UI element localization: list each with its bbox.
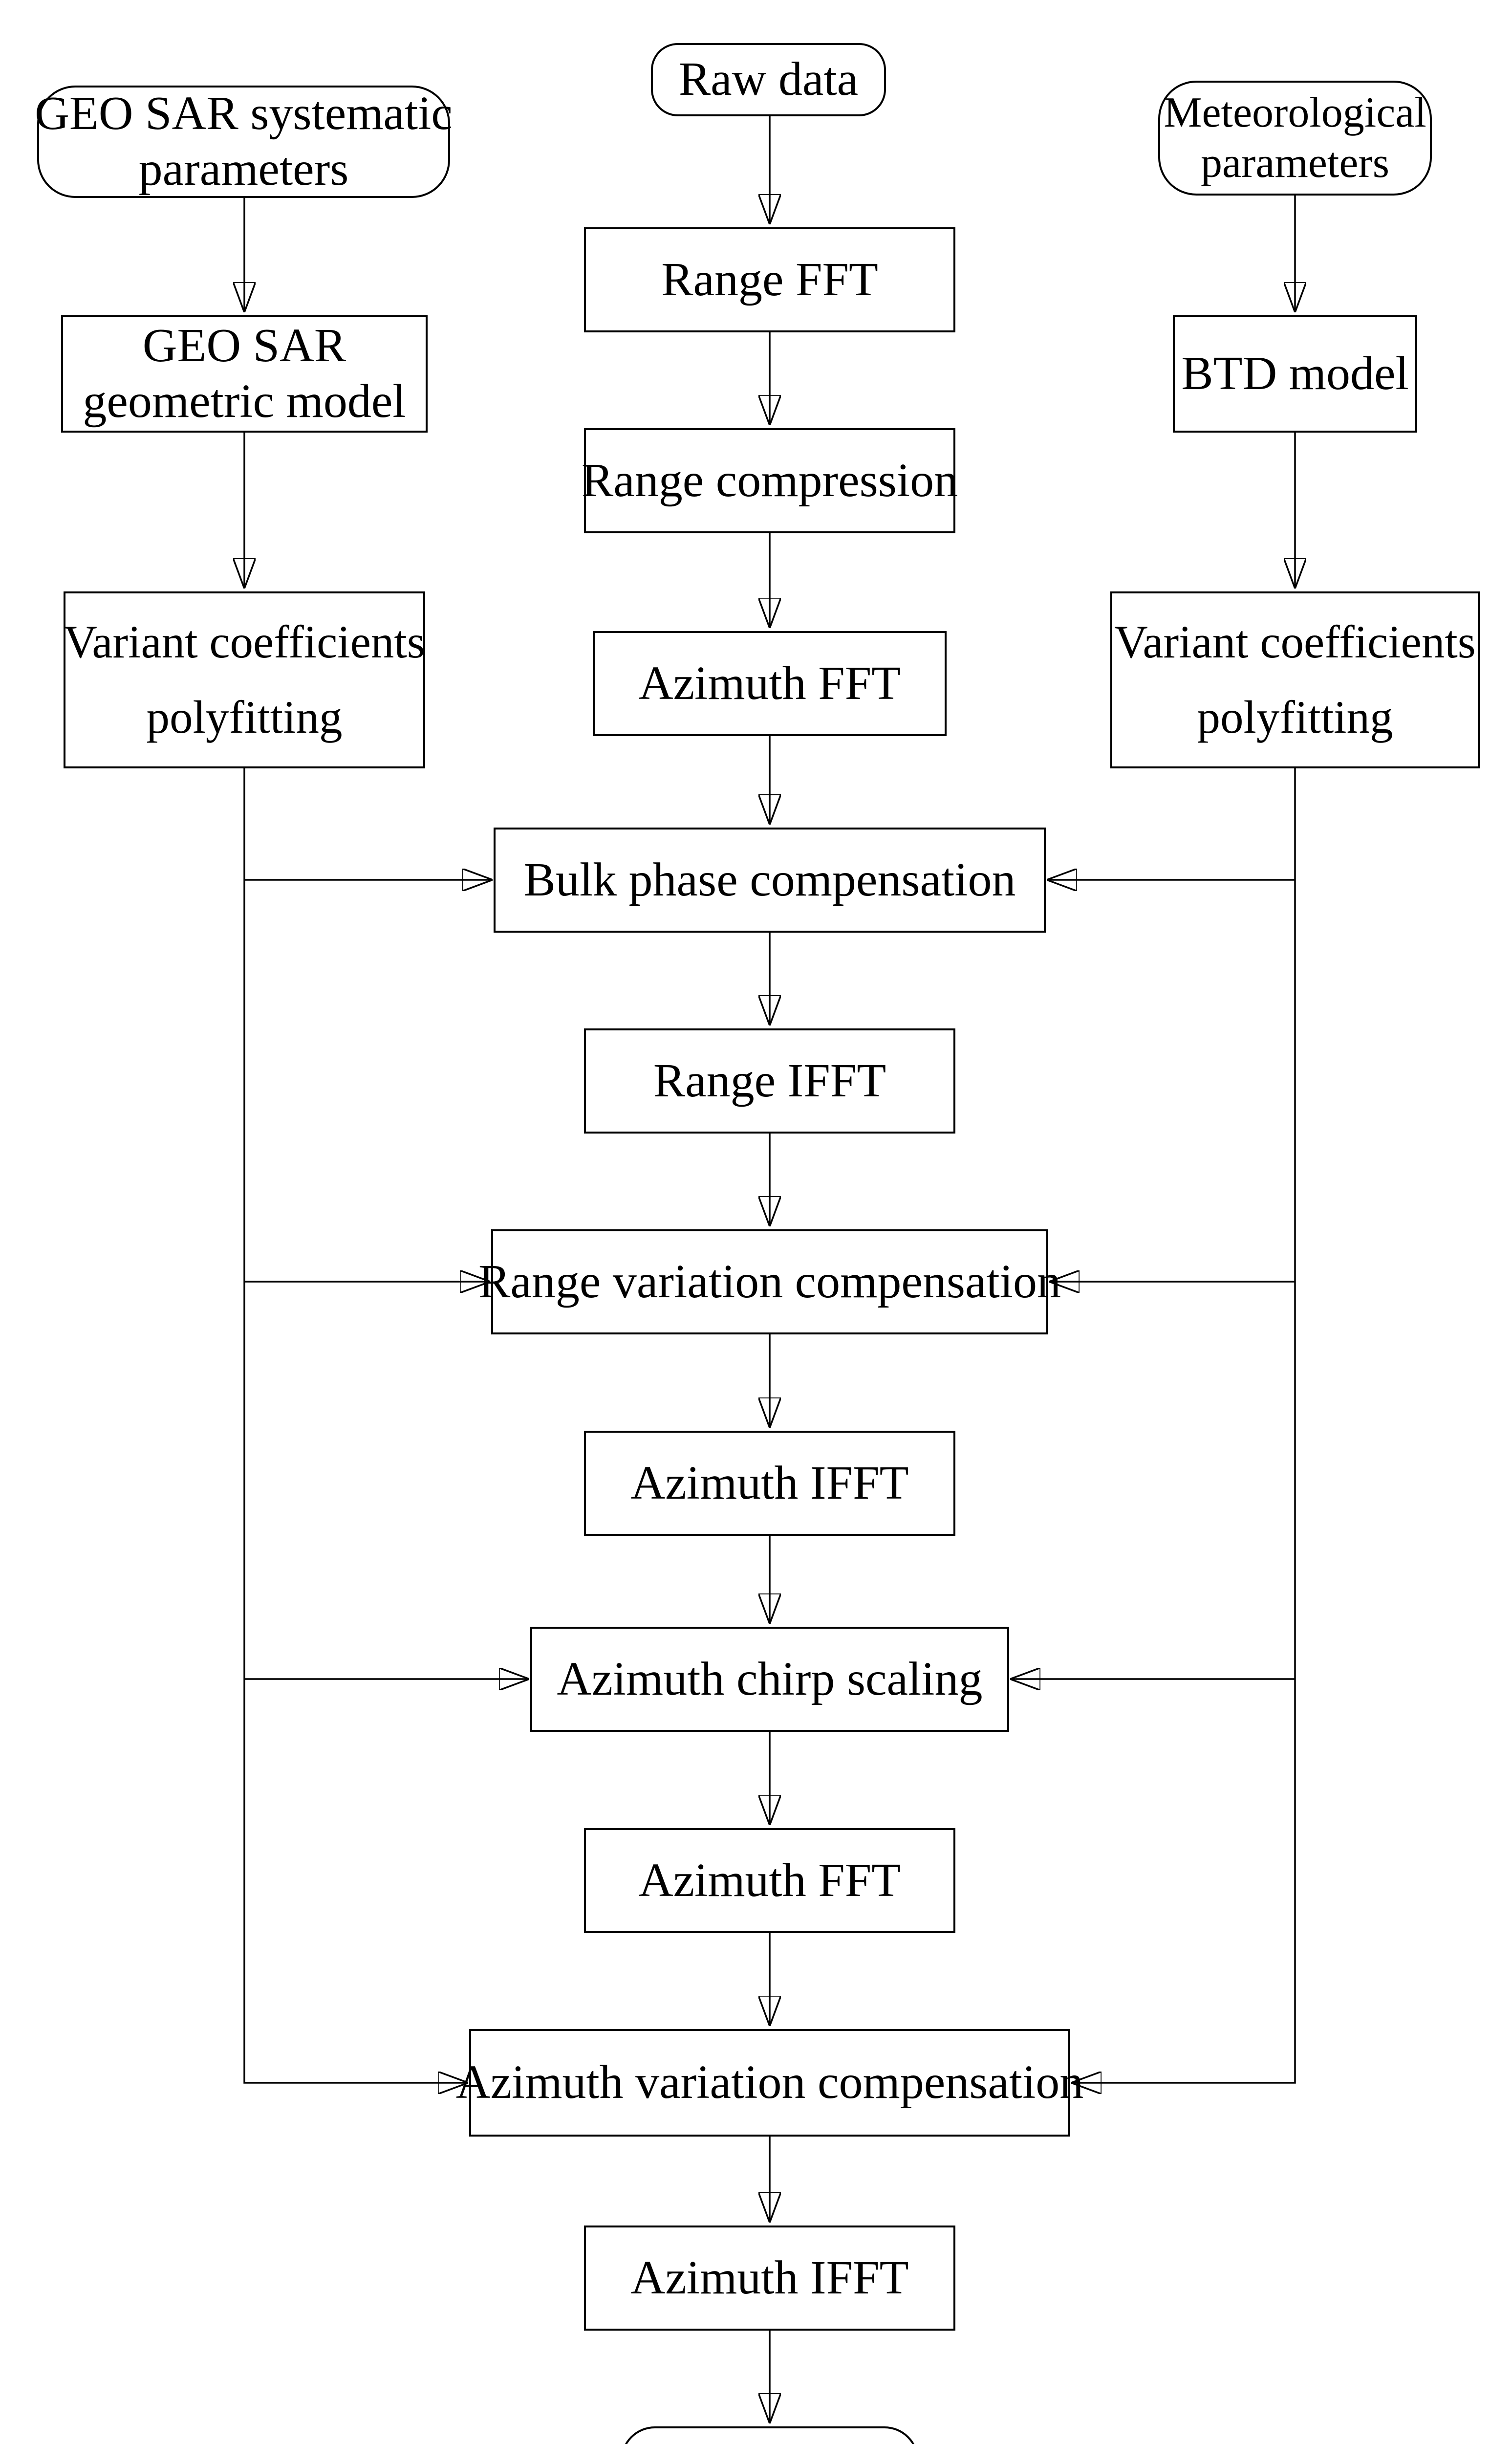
- node-azimuth-chirp-scaling: Azimuth chirp scaling: [530, 1627, 1009, 1732]
- node-label: Raw data: [678, 53, 859, 106]
- node-label: Variant coefficients: [64, 616, 425, 668]
- node-label: Range FFT: [661, 253, 878, 306]
- node-label: polyfitting: [146, 691, 343, 743]
- node-label: Range IFFT: [653, 1054, 886, 1107]
- node-azimuth-variation-compensation: Azimuth variation compensation: [456, 2029, 1083, 2137]
- node-label: Azimuth variation compensation: [455, 2056, 1084, 2109]
- node-azimuth-ifft-2: Azimuth IFFT: [584, 2226, 955, 2331]
- node-azimuth-fft-2: Azimuth FFT: [584, 1828, 955, 1933]
- node-label: GEO SAR: [142, 319, 346, 372]
- edge-vcp-left-trunk-to-azimuth-variation: [243, 768, 467, 2083]
- node-meteorological-parameters: Meteorological parameters: [1158, 81, 1432, 196]
- node-label: Azimuth IFFT: [630, 2251, 909, 2304]
- node-label: Range variation compensation: [478, 1255, 1061, 1308]
- node-bulk-phase-compensation: Bulk phase compensation: [494, 828, 1046, 933]
- node-label: Range compression: [581, 454, 958, 507]
- node-geo-sar-geometric-model: GEO SAR geometric model: [61, 315, 428, 433]
- node-label: geometric model: [83, 375, 406, 428]
- node-label: Azimuth FFT: [638, 656, 901, 710]
- node-azimuth-ifft-1: Azimuth IFFT: [584, 1431, 955, 1536]
- node-range-variation-compensation: Range variation compensation: [478, 1229, 1061, 1334]
- node-label: Variant coefficients: [1114, 616, 1476, 668]
- node-label: BTD model: [1181, 347, 1409, 400]
- node-range-ifft: Range IFFT: [584, 1028, 955, 1134]
- node-variant-coefficients-polyfitting-right: Variant coefficients polyfitting: [1110, 591, 1480, 768]
- node-btd-model: BTD model: [1173, 315, 1417, 433]
- node-raw-data: Raw data: [651, 43, 886, 116]
- node-geo-sar-systematic-parameters: GEO SAR systematic parameters: [35, 86, 453, 198]
- node-azimuth-fft-1: Azimuth FFT: [593, 631, 947, 736]
- edge-vcp-right-trunk-to-azimuth-variation: [1072, 768, 1296, 2083]
- node-variant-coefficients-polyfitting-left: Variant coefficients polyfitting: [64, 591, 425, 768]
- node-label: Azimuth IFFT: [630, 1456, 909, 1509]
- node-range-fft: Range FFT: [584, 227, 955, 332]
- node-label: Azimuth chirp scaling: [557, 1652, 983, 1705]
- node-label: Bulk phase compensation: [523, 853, 1016, 906]
- node-label: Meteorological: [1164, 89, 1426, 137]
- node-focused-image: Focused image: [621, 2426, 919, 2444]
- node-label: polyfitting: [1197, 691, 1393, 743]
- node-label: parameters: [138, 143, 349, 196]
- node-range-compression: Range compression: [581, 428, 958, 533]
- node-label: GEO SAR systematic: [35, 87, 453, 140]
- node-label: parameters: [1201, 139, 1389, 187]
- node-label: Azimuth FFT: [638, 1854, 901, 1907]
